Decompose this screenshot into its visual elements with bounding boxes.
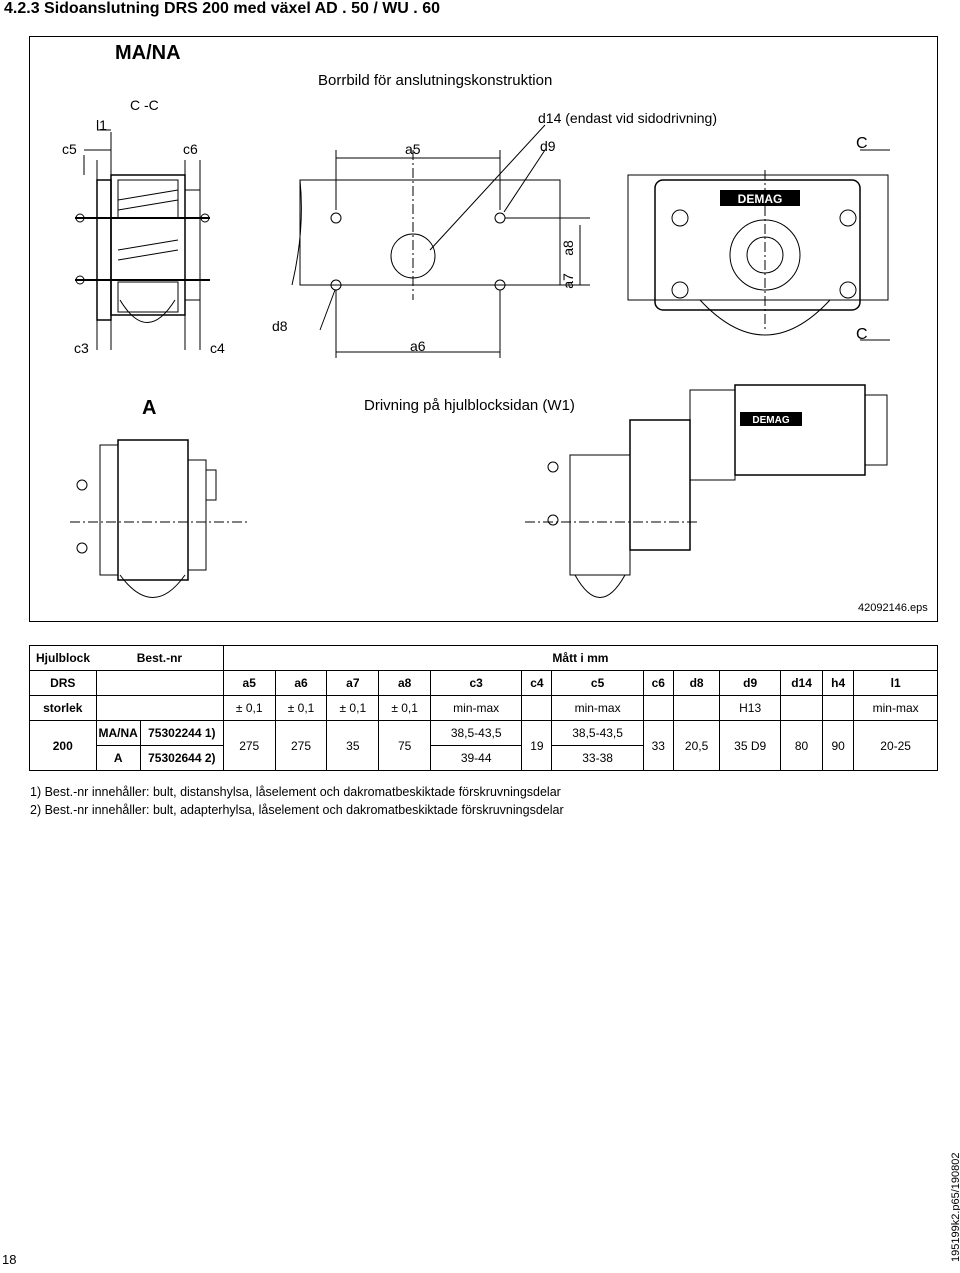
table-header-row-3: storlek ± 0,1 ± 0,1 ± 0,1 ± 0,1 min-max …	[29, 695, 938, 721]
file-id: 42092146.eps	[858, 602, 928, 614]
col-d9: d9	[719, 670, 781, 696]
tol-l1: min-max	[853, 695, 938, 721]
val-a5: 275	[222, 720, 276, 771]
variant-a: A	[95, 745, 141, 771]
nr-a: 75302644 2)	[139, 745, 224, 771]
blank-cell	[95, 670, 224, 696]
table-header-row-1: Hjulblock Best.-nr Mått i mm	[29, 645, 939, 671]
tol-a8: ± 0,1	[378, 695, 432, 721]
col-h4: h4	[822, 670, 855, 696]
label-d14: d14 (endast vid sidodrivning)	[538, 110, 717, 126]
demag-plate-motor	[740, 412, 802, 426]
table-row: 200 MA/NA 75302244 1) 275 275 35 75 38,5…	[29, 720, 938, 771]
col-c6: c6	[642, 670, 674, 696]
col-d8: d8	[672, 670, 721, 696]
tol-h4	[822, 695, 855, 721]
col-drs: DRS	[29, 670, 97, 696]
label-a6: a6	[410, 338, 426, 354]
label-C-bottom: C	[856, 326, 868, 343]
val-d8: 20,5	[672, 720, 721, 771]
tol-d8	[672, 695, 721, 721]
tol-a7: ± 0,1	[326, 695, 380, 721]
label-A: A	[142, 397, 157, 419]
bore-title: Borrbild för anslutningskonstruktion	[318, 72, 553, 89]
doc-reference: 195199k2.p65/190802	[950, 1152, 960, 1263]
col-a8: a8	[378, 670, 432, 696]
tol-a5: ± 0,1	[222, 695, 276, 721]
val-d9: 35 D9	[719, 720, 781, 771]
technical-drawing: DEMAG DEMAG	[70, 124, 890, 598]
section-cc-drawing	[75, 129, 210, 350]
dimension-table: Hjulblock Best.-nr Mått i mm DRS a5 a6 a…	[29, 645, 939, 771]
bore-pattern-drawing	[291, 124, 590, 358]
label-c4: c4	[210, 340, 225, 356]
variant-a-drawing	[70, 439, 250, 598]
col-c3: c3	[430, 670, 523, 696]
label-c3: c3	[74, 340, 89, 356]
val-c4: 19	[521, 720, 553, 771]
gearbox-top-view	[627, 149, 890, 341]
label-d9: d9	[540, 138, 556, 154]
val-c3-a: 39-44	[430, 745, 523, 771]
col-a7: a7	[326, 670, 380, 696]
blank-cell	[95, 695, 224, 721]
label-cc: C -C	[130, 97, 159, 113]
label-a7: a7	[559, 273, 576, 289]
val-c6: 33	[642, 720, 674, 771]
col-a5: a5	[222, 670, 276, 696]
size-cell: 200	[29, 720, 97, 771]
drive-title: Drivning på hjulblocksidan (W1)	[364, 397, 575, 414]
label-a8: a8	[559, 240, 576, 256]
tol-c3: min-max	[430, 695, 523, 721]
brand-logo: DEMAG	[738, 192, 783, 206]
tol-c6	[642, 695, 674, 721]
tol-c5: min-max	[551, 695, 644, 721]
label-C-top: C	[856, 135, 868, 152]
val-l1: 20-25	[853, 720, 938, 771]
demag-plate-top	[720, 190, 800, 206]
val-a6: 275	[274, 720, 328, 771]
val-a7: 35	[326, 720, 380, 771]
col-l1: l1	[853, 670, 938, 696]
table-header-row-2: DRS a5 a6 a7 a8 c3 c4 c5 c6 d8 d9 d14 h4…	[29, 670, 938, 696]
tol-a6: ± 0,1	[274, 695, 328, 721]
col-storlek: storlek	[29, 695, 97, 721]
col-a6: a6	[274, 670, 328, 696]
col-bestnr: Best.-nr	[96, 645, 224, 671]
label-l1: l1	[96, 117, 107, 133]
drive-drawing	[525, 384, 888, 598]
col-c4: c4	[521, 670, 553, 696]
footnote-1: 1) Best.-nr innehåller: bult, distanshyl…	[30, 785, 561, 799]
figure-frame	[29, 36, 938, 622]
col-matt: Mått i mm	[222, 645, 939, 671]
tol-d14	[779, 695, 824, 721]
col-c5: c5	[551, 670, 644, 696]
brand-logo: DEMAG	[752, 415, 789, 426]
val-c5-a: 33-38	[551, 745, 644, 771]
label-c5: c5	[62, 141, 77, 157]
val-c3-mana: 38,5-43,5	[430, 720, 523, 746]
tol-c4	[521, 695, 553, 721]
val-a8: 75	[378, 720, 432, 771]
tol-d9: H13	[719, 695, 781, 721]
footnote-2: 2) Best.-nr innehåller: bult, adapterhyl…	[30, 803, 564, 817]
section-title: 4.2.3 Sidoanslutning DRS 200 med växel A…	[4, 0, 440, 17]
val-h4: 90	[822, 720, 855, 771]
page-number: 18	[2, 1252, 17, 1267]
label-c6: c6	[183, 141, 198, 157]
variant-mana: MA/NA	[95, 720, 141, 746]
table-row: A 75302644 2) 39-44 33-38	[30, 745, 938, 771]
label-a5: a5	[405, 141, 421, 157]
label-mana: MA/NA	[115, 42, 181, 64]
val-c5-mana: 38,5-43,5	[551, 720, 644, 746]
col-d14: d14	[779, 670, 824, 696]
col-hjulblock: Hjulblock	[29, 645, 96, 671]
label-d8: d8	[272, 318, 288, 334]
nr-mana: 75302244 1)	[139, 720, 224, 746]
val-d14: 80	[779, 720, 824, 771]
